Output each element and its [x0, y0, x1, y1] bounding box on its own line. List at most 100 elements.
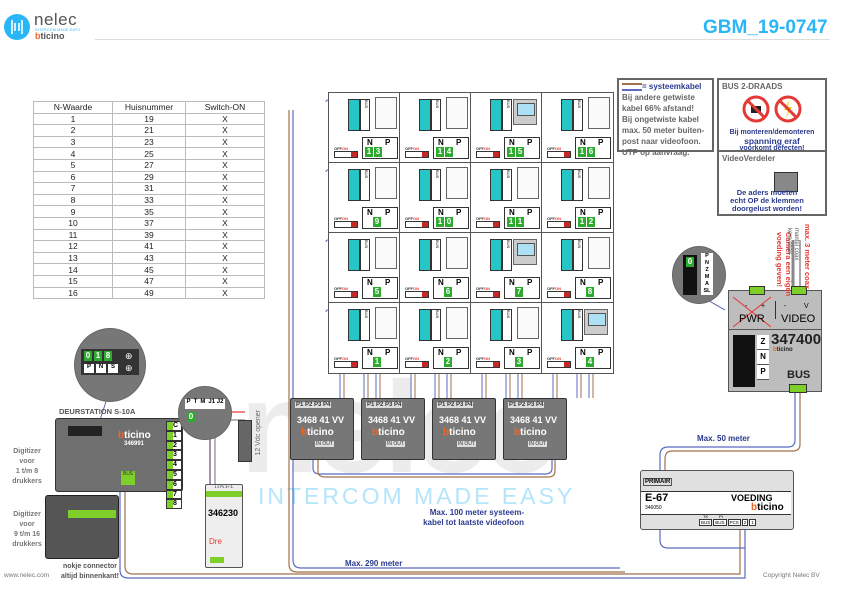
table-cell: X — [185, 182, 265, 195]
bus-terminal — [561, 309, 573, 341]
off-on-switch[interactable]: OFFON — [547, 146, 571, 158]
off-on-switch[interactable]: OFFON — [405, 356, 429, 368]
p-label: P — [527, 278, 533, 287]
psu-name: E-67 — [645, 492, 669, 504]
off-on-switch[interactable]: OFFON — [476, 146, 500, 158]
n-value-digit: 9 — [373, 217, 381, 227]
bus-label: BUS — [573, 99, 583, 131]
distr-ports: P1 P2 P3 P4 — [295, 402, 332, 408]
bus-terminal — [348, 99, 360, 131]
door-address-label: N — [96, 364, 106, 373]
logo-tagline: INTERCOM MADE EASY — [35, 28, 81, 32]
door-terminal: 7 — [166, 489, 182, 500]
door-terminal: 2 — [166, 440, 182, 451]
table-cell: 29 — [112, 170, 186, 184]
bus-label: BUS — [360, 239, 370, 271]
off-on-switch[interactable]: OFFON — [405, 286, 429, 298]
psu-label: VOEDING — [731, 493, 773, 503]
distr-brand: bticino — [372, 427, 405, 438]
primary-label: PRIMAIR — [643, 478, 673, 486]
digitizer-module — [45, 495, 119, 559]
bus-label: BUS — [431, 99, 441, 131]
off-on-switch[interactable]: OFFON — [547, 356, 571, 368]
p-label: P — [527, 348, 533, 357]
door-address-digit: 1 — [94, 351, 102, 361]
opener-label: 12 Vdc opener — [255, 410, 262, 456]
off-on-switch[interactable]: OFFON — [334, 286, 358, 298]
table-cell: X — [185, 158, 265, 172]
p-label: P — [598, 278, 604, 287]
off-on-switch[interactable]: OFFON — [405, 146, 429, 158]
bus-terminal — [561, 169, 573, 201]
bus-terminal — [490, 99, 502, 131]
table-cell: 10 — [33, 216, 113, 230]
off-on-switch[interactable]: OFFON — [476, 216, 500, 228]
table-cell: 39 — [112, 228, 186, 242]
distr-bus-wire-brown — [317, 455, 556, 478]
video-terminal — [791, 286, 807, 295]
table-cell: X — [185, 193, 265, 207]
relay-dip-label: M — [200, 399, 206, 405]
vd-zoom-term: SL — [703, 288, 711, 294]
handset-icon — [375, 237, 397, 269]
vd-side-term: Z — [757, 335, 769, 350]
riser-wire-brown — [288, 110, 625, 573]
off-on-switch[interactable]: OFFON — [405, 216, 429, 228]
table-cell: 7 — [33, 182, 113, 195]
off-on-switch[interactable]: OFFON — [476, 286, 500, 298]
relay-zoom-digit: 0 — [187, 412, 195, 422]
n-value-digit: 5 — [516, 147, 524, 157]
rotary-switch-icon: ⊕ — [125, 351, 133, 361]
no-plug-icon — [742, 95, 770, 123]
handset-icon — [446, 237, 468, 269]
video-monitor-icon — [513, 239, 537, 265]
psu-terminal: BUS — [699, 519, 713, 526]
psu-terminal: 1 — [749, 519, 756, 526]
bus-terminal — [419, 309, 431, 341]
table-cell: X — [185, 147, 265, 160]
p-label: P — [527, 208, 533, 217]
distr-io: IN OUT — [315, 441, 334, 447]
max-290m-label: Max. 290 meter — [345, 559, 403, 568]
bus-terminal — [348, 239, 360, 271]
off-on-switch[interactable]: OFFON — [334, 356, 358, 368]
door-terminal: 4 — [166, 460, 182, 470]
n-value-digit: 6 — [444, 287, 452, 297]
off-on-switch[interactable]: OFFON — [334, 146, 358, 158]
n-value-digit: 6 — [587, 147, 595, 157]
n-label: N — [580, 348, 586, 357]
off-on-switch[interactable]: OFFON — [334, 216, 358, 228]
off-on-switch[interactable]: OFFON — [547, 216, 571, 228]
p-label: P — [385, 278, 391, 287]
table-cell: 9 — [33, 205, 113, 218]
n-value-digit: 1 — [436, 147, 444, 157]
off-on-switch[interactable]: OFFON — [547, 286, 571, 298]
table-cell: X — [185, 286, 265, 300]
table-cell: 25 — [112, 147, 186, 160]
distributor-terminal-icon — [774, 172, 798, 192]
cable-note: = systeemkabel Bij andere getwiste kabel… — [617, 78, 714, 157]
table-cell: 41 — [112, 240, 186, 253]
digitizer-terminals — [68, 510, 116, 518]
off-on-switch[interactable]: OFFON — [476, 356, 500, 368]
vd-side-term: N — [757, 350, 769, 365]
handset-icon — [588, 167, 610, 199]
handset-icon — [446, 97, 468, 129]
vd-zoom-term: P — [705, 253, 709, 259]
handset-icon — [375, 307, 397, 339]
